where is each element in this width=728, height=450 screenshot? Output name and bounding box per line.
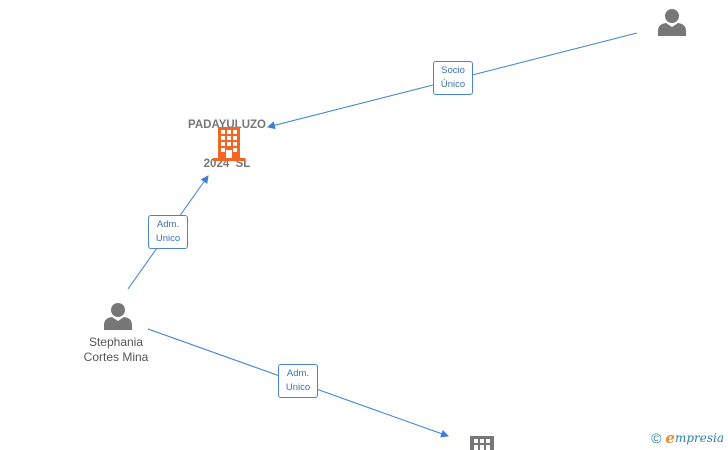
building-icon[interactable] <box>470 436 494 450</box>
person-name-stephania: Stephania Cortes Mina <box>83 335 149 364</box>
edge-label-adm-unico-bottom[interactable]: Adm. Unico <box>278 364 318 398</box>
company-name: PADAYULUZO 2024 SL <box>168 93 286 197</box>
company-name-line2: 2024 SL <box>203 158 251 170</box>
copyright-symbol: © <box>651 430 662 446</box>
edge-label-socio-unico[interactable]: Socio Único <box>433 61 473 95</box>
brand-initial: e <box>665 429 675 447</box>
person-icon[interactable] <box>657 8 687 36</box>
person-icon[interactable] <box>103 302 133 330</box>
edge-label-adm-unico-main[interactable]: Adm. Unico <box>148 215 188 249</box>
brand-name: mpresia <box>674 431 724 445</box>
company-name-line1: PADAYULUZO <box>188 119 266 131</box>
building-icon[interactable] <box>213 127 245 161</box>
empresia-logo: © e mpresia <box>651 429 724 447</box>
